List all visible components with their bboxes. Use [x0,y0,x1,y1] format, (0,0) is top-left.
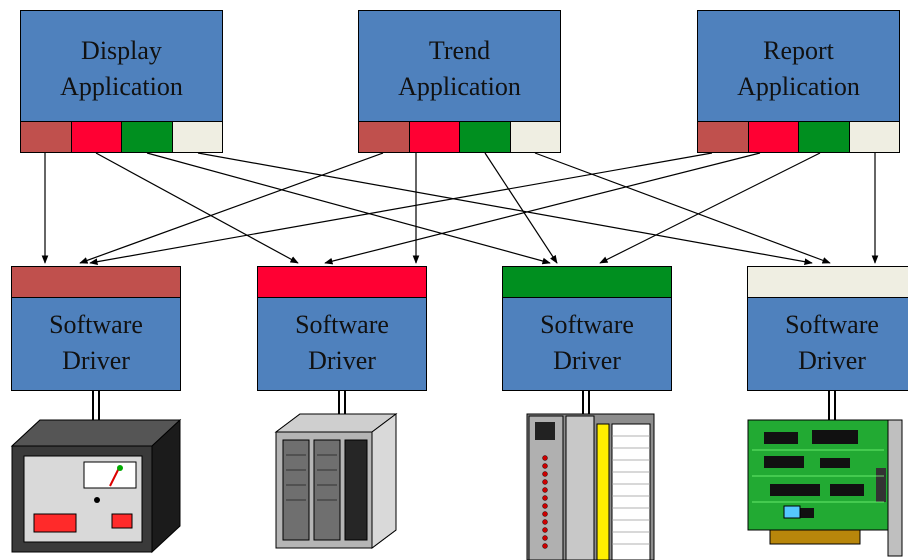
port-3 [122,122,173,152]
trend-application-label: Trend Application [398,36,521,101]
driver-color-band [748,267,908,298]
driver-color-band [503,267,671,298]
display-application-ports [21,121,222,152]
port-4 [172,122,222,152]
arrow-trend-to-driver-3 [484,152,558,264]
interface-card-icon [747,419,903,557]
driver-color-band [12,267,180,298]
port-3 [460,122,511,152]
report-application-ports [698,121,899,152]
port-2 [748,122,799,152]
display-application-box: Display Application [20,10,223,153]
trend-application-ports [359,121,560,152]
software-driver-label: Software Driver [785,310,879,375]
arrow-display-to-driver-4 [197,152,813,265]
arrow-trend-to-driver-1 [79,152,384,264]
arrow-trend-to-driver-4 [534,152,831,264]
report-application-box: Report Application [697,10,900,153]
arrow-display-to-driver-2 [95,152,299,264]
plc-controller-icon [274,413,398,549]
software-driver-4: Software Driver [747,266,908,391]
software-driver-label: Software Driver [295,310,389,375]
software-driver-label: Software Driver [540,310,634,375]
software-driver-3: Software Driver [502,266,672,391]
panel-meter-icon [10,418,182,554]
software-driver-label: Software Driver [49,310,143,375]
port-2 [409,122,460,152]
arrow-report-to-driver-2 [324,152,761,265]
arrow-report-to-driver-3 [599,152,821,264]
port-1 [21,122,72,152]
software-driver-2: Software Driver [257,266,427,391]
driver-color-band [258,267,426,298]
display-application-label: Display Application [60,36,183,101]
port-3 [799,122,850,152]
port-1 [359,122,410,152]
trend-application-box: Trend Application [358,10,561,153]
port-1 [698,122,749,152]
arrow-report-to-driver-1 [89,152,713,265]
port-4 [510,122,560,152]
io-module-icon [526,413,655,560]
arrow-display-to-driver-3 [146,152,551,265]
software-driver-1: Software Driver [11,266,181,391]
port-2 [71,122,122,152]
report-application-label: Report Application [737,36,860,101]
port-4 [849,122,899,152]
cable-connectors [92,391,836,420]
